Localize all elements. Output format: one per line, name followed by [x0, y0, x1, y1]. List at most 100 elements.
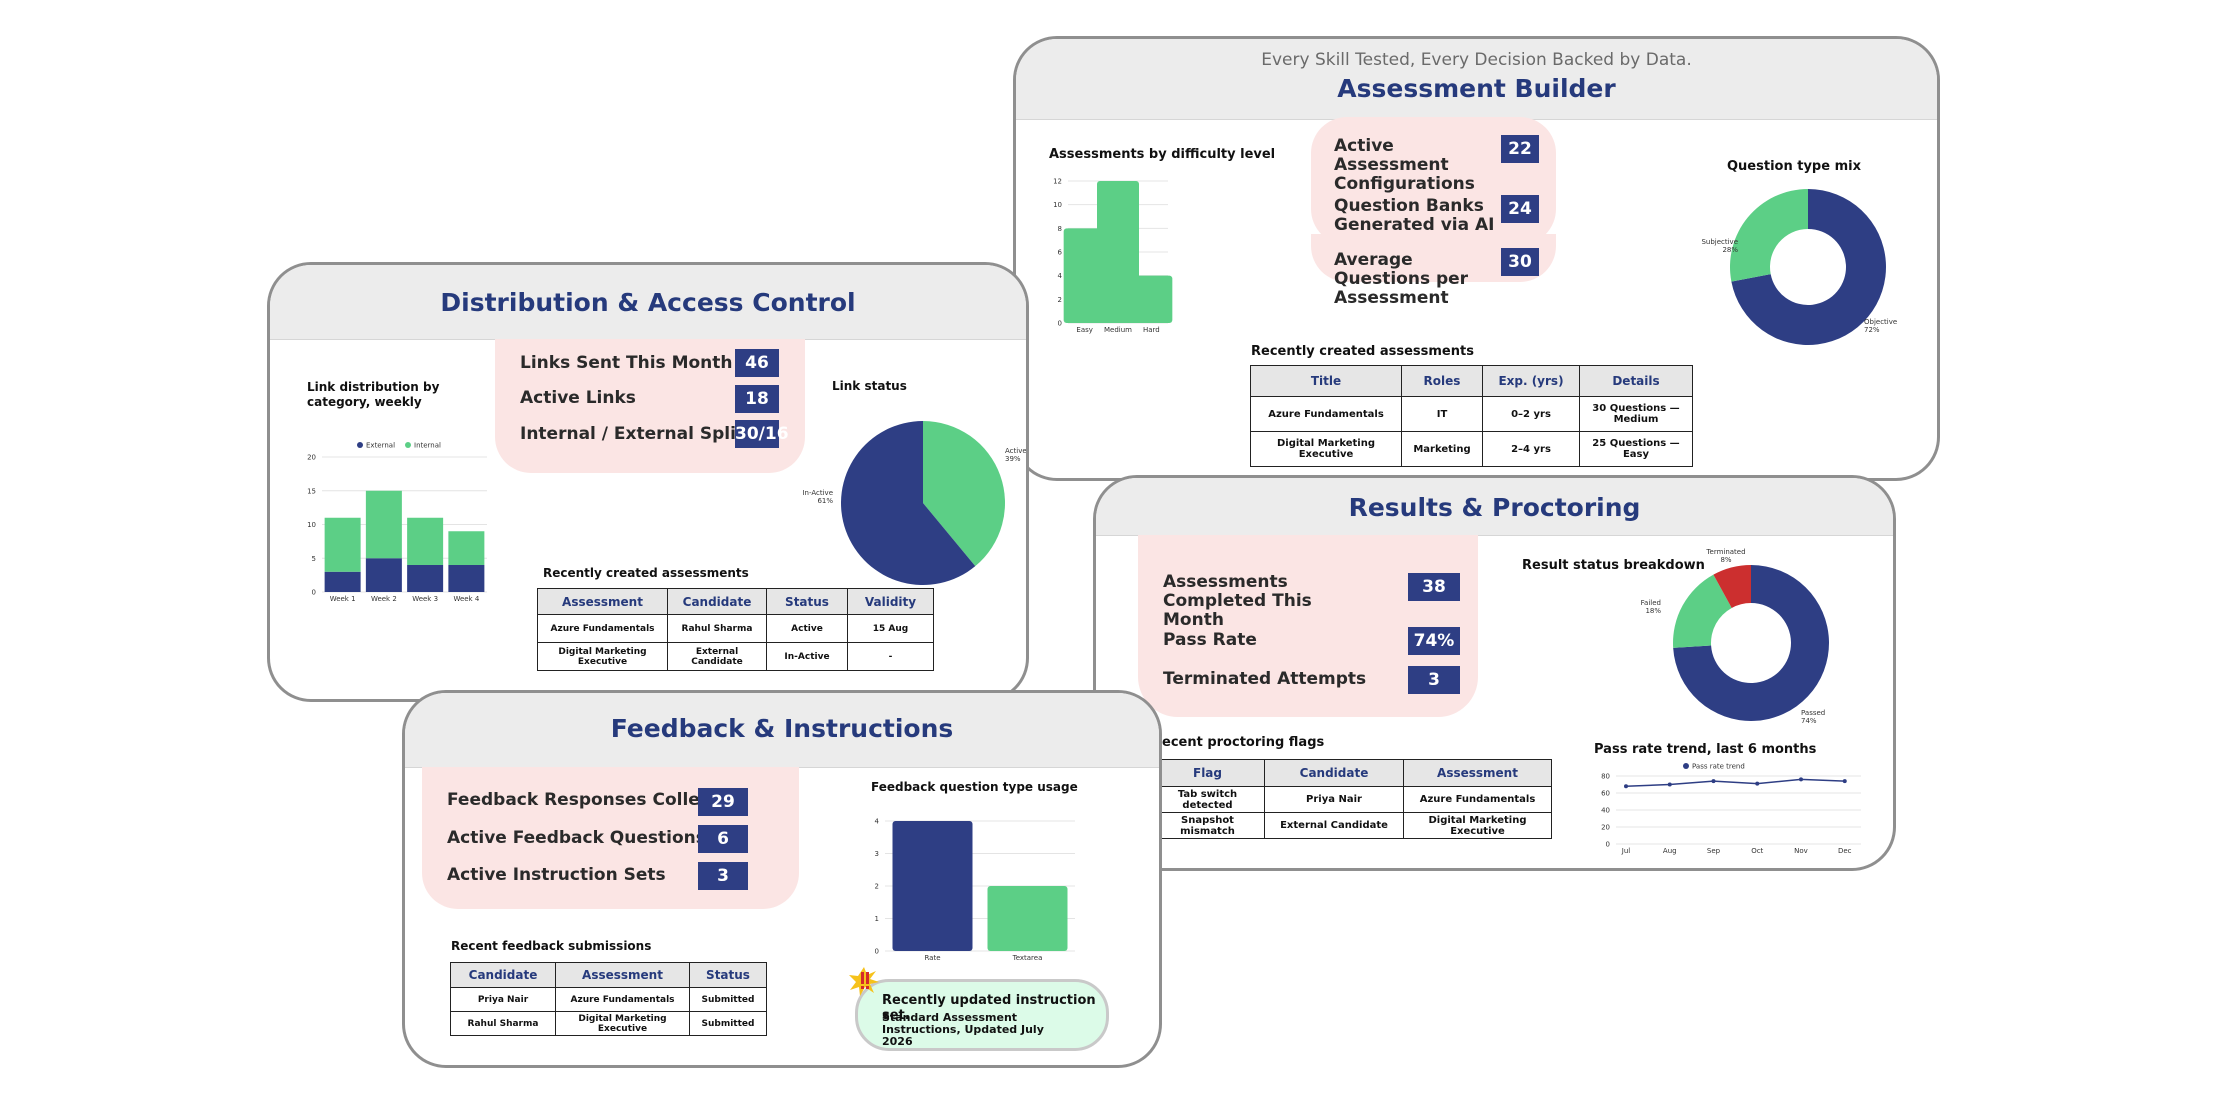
- stat-label: Terminated Attempts: [1163, 669, 1367, 689]
- cell: 0–2 yrs: [1482, 396, 1580, 432]
- stat-value-badge: 30: [1501, 248, 1539, 276]
- assessment-builder-title: Assessment Builder: [1337, 74, 1616, 103]
- x-tick-label: Sep: [1707, 847, 1721, 855]
- y-tick-label: 6: [1058, 249, 1063, 257]
- cell: 25 Questions — Easy: [1579, 431, 1693, 467]
- slice-in-active: [841, 421, 976, 585]
- proctoring-caption: Recent proctoring flags: [1152, 735, 1325, 750]
- bar-medium: [1097, 181, 1139, 323]
- legend-label: External: [366, 442, 395, 450]
- col-candidate: Candidate: [667, 588, 767, 615]
- slice-objective: [1731, 189, 1886, 345]
- trend-point: [1799, 777, 1803, 782]
- x-tick-label: Dec: [1838, 847, 1852, 855]
- stat-label: Assessments Completed This Month: [1163, 572, 1312, 630]
- table-row: Priya Nair Azure Fundamentals Submitted: [450, 987, 767, 1012]
- col-assessment: Assessment: [1403, 759, 1552, 787]
- slice-value: 39%: [1005, 455, 1021, 463]
- stat-label: Active Assessment Configurations: [1334, 136, 1475, 194]
- slice-value: 28%: [1722, 246, 1738, 254]
- distribution-table: Assessment Candidate Status Validity Azu…: [537, 588, 934, 671]
- pass-rate-title: Pass rate trend, last 6 months: [1594, 742, 1817, 757]
- cell: Azure Fundamentals: [1250, 396, 1402, 432]
- slice-label: Active: [1005, 447, 1027, 455]
- col-exp: Exp. (yrs): [1482, 365, 1580, 397]
- col-validity: Validity: [847, 588, 934, 615]
- x-tick-label: Oct: [1751, 847, 1763, 855]
- y-tick-label: 2: [1058, 296, 1062, 304]
- difficulty-chart-title: Assessments by difficulty level: [1049, 147, 1276, 162]
- link-status-title: Link status: [832, 379, 907, 393]
- y-tick-label: 10: [307, 521, 316, 529]
- y-tick-label: 12: [1053, 178, 1062, 186]
- proctoring-flags-table: Flag Candidate Assessment Tab switch det…: [1150, 759, 1552, 839]
- table-row: Digital Marketing Executive External Can…: [537, 642, 934, 671]
- trend-point: [1711, 779, 1716, 784]
- slice-label: Terminated: [1705, 548, 1745, 556]
- y-tick-label: 60: [1601, 790, 1610, 798]
- y-tick-label: 4: [1058, 272, 1063, 280]
- slice-passed: [1673, 565, 1829, 721]
- x-tick-label: Jul: [1621, 847, 1631, 855]
- cell: Active: [766, 614, 848, 643]
- table-row: Azure Fundamentals IT 0–2 yrs 30 Questio…: [1250, 396, 1693, 432]
- bar-segment: [448, 565, 485, 592]
- cell: Snapshot mismatch: [1150, 812, 1265, 839]
- callout-title: Recently updated instruction set.: [882, 993, 1096, 1023]
- x-tick-label: Week 1: [330, 595, 356, 603]
- slice-label: Objective: [1864, 318, 1897, 326]
- feedback-title: Feedback & Instructions: [610, 714, 954, 743]
- y-tick-label: 0: [312, 589, 316, 597]
- assessment-builder-card: Every Skill Tested, Every Decision Backe…: [1013, 36, 1940, 481]
- stat-value-badge: 18: [735, 385, 779, 413]
- table-row: Azure Fundamentals Rahul Sharma Active 1…: [537, 614, 934, 643]
- cell: External Candidate: [1264, 812, 1404, 839]
- y-tick-label: 20: [1601, 824, 1610, 832]
- cell: Marketing: [1401, 431, 1483, 467]
- y-tick-label: 0: [1606, 841, 1610, 849]
- stat-value-badge: 30/16: [735, 420, 789, 448]
- legend-label: Internal: [414, 442, 441, 450]
- cell: Azure Fundamentals: [1403, 786, 1552, 813]
- x-tick-label: Easy: [1076, 326, 1093, 334]
- alert-burst-icon: [849, 967, 879, 996]
- stat-value-badge: 46: [735, 349, 779, 377]
- stat-value-badge: 74%: [1408, 627, 1460, 655]
- cell: Digital Marketing Executive: [555, 1011, 690, 1036]
- distribution-title: Distribution & Access Control: [440, 288, 856, 317]
- trend-point: [1842, 779, 1847, 784]
- legend-swatch: [357, 442, 363, 448]
- legend-swatch: [405, 442, 411, 448]
- distribution-stats-box: Links Sent This Month 46 Active Links 18…: [495, 339, 805, 473]
- x-tick-label: Aug: [1663, 847, 1677, 855]
- stat-value-badge: 24: [1501, 195, 1539, 223]
- stat-value-badge: 29: [698, 788, 748, 816]
- col-candidate: Candidate: [450, 962, 556, 988]
- slice-value: 18%: [1645, 607, 1661, 615]
- distribution-table-caption: Recently created assessments: [543, 566, 749, 580]
- bar-rate: [892, 821, 973, 951]
- trend-line: [1625, 778, 1845, 787]
- stat-label: Average Questions per Assessment: [1334, 250, 1469, 308]
- table-row: Digital Marketing Executive Marketing 2–…: [1250, 431, 1693, 467]
- recent-assessments-table: Title Roles Exp. (yrs) Details Azure Fun…: [1250, 365, 1693, 467]
- y-tick-label: 0: [875, 948, 879, 956]
- bar-segment: [324, 571, 361, 592]
- y-tick-label: 0: [1058, 320, 1062, 328]
- col-title: Title: [1250, 365, 1402, 397]
- trend-point: [1667, 782, 1672, 787]
- table-row: Snapshot mismatch External Candidate Dig…: [1150, 812, 1552, 839]
- y-tick-label: 5: [312, 555, 316, 563]
- slice-label: In-Active: [802, 489, 833, 497]
- col-status: Status: [689, 962, 767, 988]
- stat-label: Feedback Responses Collected: [447, 790, 742, 810]
- cell: Digital Marketing Executive: [537, 642, 668, 671]
- feedback-card: Feedback & Instructions Feedback Respons…: [402, 690, 1162, 1068]
- cell: 2–4 yrs: [1482, 431, 1580, 467]
- assessment-stats-box: Active Assessment Configurations 22 Ques…: [1311, 117, 1556, 245]
- x-tick-label: Week 3: [412, 595, 438, 603]
- col-flag: Flag: [1150, 759, 1265, 787]
- slice-value: 74%: [1801, 717, 1817, 725]
- cell: IT: [1401, 396, 1483, 432]
